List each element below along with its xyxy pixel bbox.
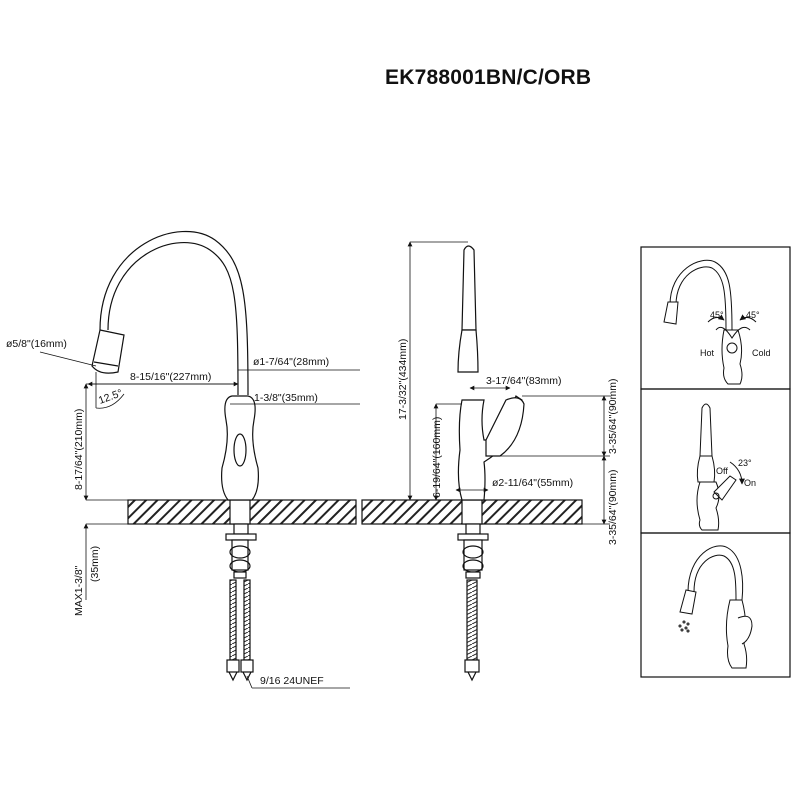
detail-mid-drawing (696, 403, 745, 531)
label-handle-offset: 3-17/64"(83mm) (486, 375, 562, 387)
label-angle-left: 45° (710, 310, 724, 320)
label-sprayer-dia: ø5/8"(16mm) (6, 338, 67, 350)
detail-top-drawing (663, 259, 757, 385)
sprayer-head (91, 329, 125, 374)
label-total-height: 17-3/32"(434mm) (397, 339, 409, 420)
spout-arc (99, 231, 249, 396)
label-mid-angle: 23° (738, 458, 752, 468)
hose-right (243, 579, 251, 661)
label-on: On (744, 478, 756, 488)
label-handle-top: 3-35/64"(90mm) (607, 378, 619, 454)
shank (231, 539, 249, 571)
label-hot: Hot (700, 348, 715, 358)
front-view (91, 231, 357, 682)
label-spout-height: 8-17/64"(210mm) (73, 409, 85, 490)
label-spout-dia: ø1-7/64"(28mm) (253, 356, 329, 368)
detail-panel-bottom (640, 532, 791, 678)
sprayer-side (457, 329, 479, 373)
detail-bottom-drawing (678, 545, 753, 669)
label-cold: Cold (752, 348, 771, 358)
faucet-body (221, 395, 259, 501)
label-max-deck-a: MAX1-3/8" (73, 565, 85, 616)
label-max-deck-b: (35mm) (89, 546, 101, 582)
model-title: EK788001BN/C/ORB (385, 66, 592, 89)
handle-side (485, 397, 525, 457)
label-handle-bottom: 3-35/64"(90mm) (607, 469, 619, 545)
label-spray-angle: 12.5° (97, 387, 124, 407)
label-angle-right: 45° (746, 310, 760, 320)
hose-left (229, 579, 237, 661)
front-dimensions (39, 351, 360, 689)
label-handle-height: 6-19/64"(160mm) (431, 417, 443, 498)
side-view (361, 245, 583, 682)
label-thread: 9/16 24UNEF (260, 675, 324, 687)
label-base-dia: ø2-11/64"(55mm) (492, 477, 573, 489)
spout-tube-side (461, 245, 477, 331)
detail-panels (640, 246, 791, 678)
side-dimensions (407, 241, 610, 525)
label-body-width: 1-3/8"(35mm) (254, 392, 318, 404)
label-off: Off (716, 466, 728, 476)
label-reach: 8-15/16"(227mm) (130, 371, 211, 383)
